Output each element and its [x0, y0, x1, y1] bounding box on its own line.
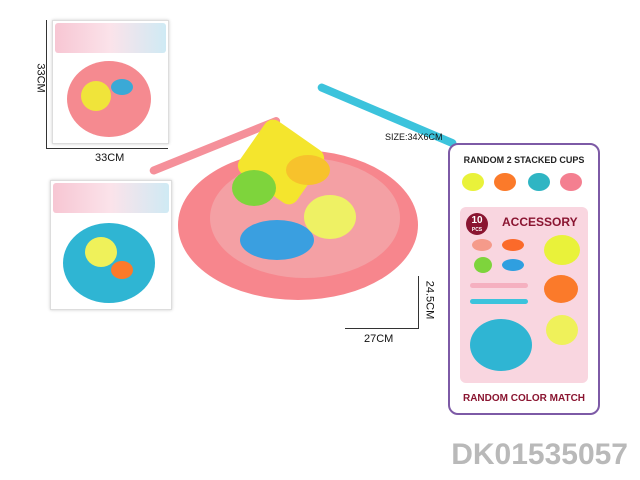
orange-cup	[111, 261, 133, 279]
bowl-width-label: 27CM	[364, 333, 394, 345]
pink-fish	[472, 239, 492, 251]
package-blue	[50, 180, 172, 310]
bowl-height-label: 24.5CM	[423, 280, 436, 320]
yellow-cup	[462, 173, 484, 191]
stacked-cups-title: RANDOM 2 STACKED CUPS	[463, 155, 585, 165]
blue-fish	[240, 220, 314, 260]
blue-fish	[502, 259, 524, 271]
package-width-dimension-line	[46, 148, 168, 149]
package-header	[53, 183, 169, 213]
orange-fish	[502, 239, 524, 251]
pink-crab-cup	[560, 173, 582, 191]
rod-size-label: SIZE:34X6CM	[385, 132, 443, 142]
blue-fish	[111, 79, 133, 95]
pcs-badge-unit: PCS	[471, 227, 483, 233]
pink-rod	[470, 283, 528, 288]
package-height-dimension-line	[46, 20, 47, 148]
accessory-panel: RANDOM 2 STACKED CUPS 10 PCS ACCESSORY R…	[448, 143, 600, 415]
teal-cup	[528, 173, 550, 191]
package-height-label: 33CM	[34, 63, 47, 93]
orange-cup	[494, 173, 516, 191]
blue-rod	[470, 299, 528, 304]
orange-cup	[544, 275, 578, 303]
package-header	[55, 23, 166, 53]
orange-fish	[286, 155, 330, 185]
yellow-net	[85, 237, 117, 267]
accessory-label: ACCESSORY	[502, 215, 578, 229]
bowl-height-dimension-line	[418, 276, 419, 328]
yellow-cup	[544, 235, 580, 265]
green-fish	[232, 170, 276, 206]
yellow-cup	[304, 195, 356, 239]
package-width-label: 33CM	[95, 152, 125, 164]
bowl-width-dimension-line	[345, 328, 419, 329]
yellow-net	[546, 315, 578, 345]
random-color-footer: RANDOM COLOR MATCH	[462, 393, 586, 404]
product-code: DK01535057	[451, 438, 628, 471]
accessory-area: 10 PCS ACCESSORY	[460, 207, 588, 383]
blue-bowl	[470, 319, 532, 371]
pcs-badge-count: 10	[471, 215, 483, 226]
green-fish	[474, 257, 492, 273]
package-pink	[52, 20, 169, 144]
yellow-net	[81, 81, 111, 111]
pcs-badge: 10 PCS	[466, 213, 488, 235]
